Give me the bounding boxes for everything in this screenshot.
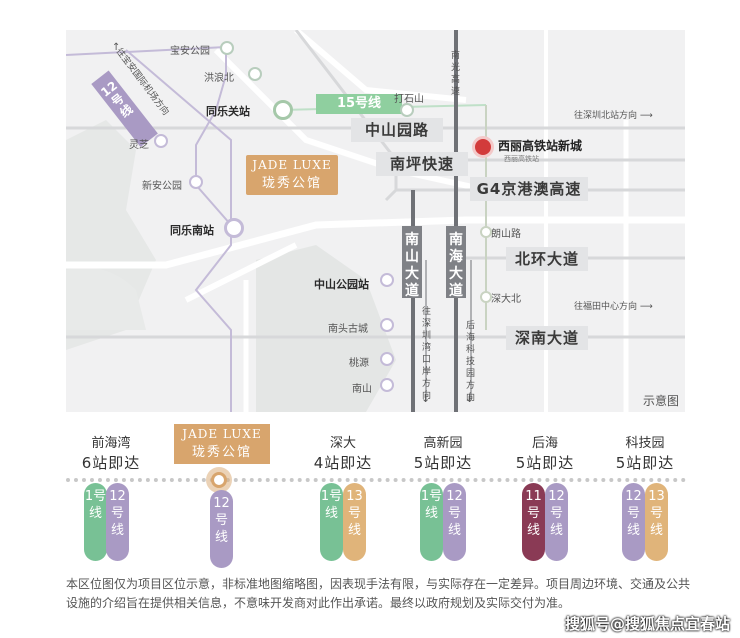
direction-houhai-tech: 后海科技园方向	[465, 321, 475, 403]
line-12-path	[66, 46, 227, 56]
road-nanshan-blvd: 南山大道	[402, 226, 422, 299]
transfer-station-marker	[273, 100, 293, 120]
line-pill-12: 12号线	[545, 483, 568, 561]
station-honglang-north: 洪浪北	[204, 73, 234, 84]
station-taoyuan: 桃源	[349, 358, 369, 369]
project-logo-en: JADE LUXE	[252, 158, 332, 172]
station-zhongshan-park: 中山公园站	[314, 278, 369, 291]
timeline-track	[66, 478, 686, 482]
stop-name: 高新园	[423, 436, 463, 451]
station-marker	[189, 175, 203, 189]
arrow-down-icon: ↓	[421, 392, 431, 405]
station-tongleguan: 同乐关站	[206, 105, 250, 118]
xili-hsr-sublabel: 西丽高铁站	[504, 155, 539, 163]
line-12-path	[195, 47, 232, 226]
station-tongle-south: 同乐南站	[170, 224, 214, 237]
road-nanhai-blvd: 南海大道	[446, 226, 466, 299]
station-dashishan: 打石山	[394, 94, 424, 105]
train-station-icon	[472, 136, 494, 158]
line-pill-1: 1号线	[320, 483, 343, 561]
road-beihuan-blvd: 北环大道	[506, 247, 588, 271]
transfer-station-marker	[224, 218, 244, 238]
stop-count: 6站即达	[81, 454, 141, 472]
station-marker	[380, 378, 394, 392]
line-12-path	[125, 49, 232, 412]
street	[184, 242, 298, 303]
direction-shenzhen-north: 往深圳北站方向 ⟶	[574, 108, 653, 121]
park-area	[66, 267, 146, 330]
direction-futian-center: 往福田中心方向 ⟶	[574, 299, 653, 312]
line-pill-12: 12号线	[210, 490, 233, 568]
watermark: 搜狐号@搜狐焦点宜春站	[564, 615, 730, 633]
stop-count: 5站即达	[615, 454, 675, 472]
top-road-label: 南光高速	[450, 51, 460, 97]
street	[66, 216, 685, 269]
project-logo-en: JADE LUXE	[182, 427, 262, 441]
stop-name: 后海	[531, 436, 558, 451]
station-lingzhi: 灵芝	[129, 140, 149, 151]
stop-name: 前海湾	[91, 436, 131, 451]
line-pill-1: 1号线	[84, 483, 107, 561]
line-pill-13: 13号线	[343, 483, 366, 561]
station-marker	[380, 318, 394, 332]
station-nantou-old-town: 南头古城	[328, 324, 368, 335]
project-logo-cn: 珑秀公馆	[261, 176, 322, 191]
arrow-down-icon: ↓	[465, 392, 475, 405]
station-xinan-park: 新安公园	[142, 181, 182, 192]
stop-count: 5站即达	[413, 454, 473, 472]
line-pill-11: 11号线	[522, 483, 545, 561]
station-marker	[380, 352, 394, 366]
arrow-right-icon: ⟶	[639, 111, 653, 121]
project-logo-map: JADE LUXE 珑秀公馆	[246, 155, 338, 195]
up-arrow-icon: ↑	[112, 42, 121, 53]
station-marker	[154, 134, 168, 148]
location-map: 12号线 往宝安国际机场方向 ↑ 15号线 宝安公园 洪浪北 同乐关站 灵芝 新…	[66, 30, 685, 412]
road-nanping-expressway: 南坪快速	[376, 152, 468, 176]
station-shenda-north: 深大北	[491, 294, 521, 305]
stop-count: 4站即达	[313, 454, 373, 472]
stop-name: 科技园	[625, 436, 665, 451]
road-zhongshan-garden: 中山园路	[351, 118, 443, 142]
station-marker	[380, 273, 394, 287]
station-baoan-park: 宝安公园	[170, 46, 210, 57]
schematic-label: 示意图	[642, 394, 679, 408]
disclaimer-text: 本区位图仅为项目区位示意，非标准地图缩略图，因表现手法有限，与实际存在一定差异。…	[66, 577, 691, 610]
line-pill-12: 12号线	[106, 483, 129, 561]
direction-shenzhen-bay-port: 往深圳湾口岸方向	[421, 307, 431, 401]
line-pill-12: 12号线	[443, 483, 466, 561]
station-marker	[248, 67, 262, 81]
station-marker	[220, 41, 234, 55]
project-logo-cn: 珑秀公馆	[191, 445, 252, 460]
street	[213, 47, 487, 193]
arrow-right-icon: ⟶	[639, 302, 653, 312]
line-pill-1: 1号线	[420, 483, 443, 561]
project-marker	[211, 472, 227, 488]
stop-name: 深大	[329, 436, 356, 451]
station-nanshan: 南山	[352, 384, 372, 395]
road-shennan-blvd: 深南大道	[506, 326, 588, 350]
direction-shenzhen-north-text: 往深圳北站方向	[574, 111, 638, 121]
stop-count: 5站即达	[515, 454, 575, 472]
street	[294, 30, 467, 103]
metro-timeline: 前海湾 6站即达 JADE LUXE 珑秀公馆 深大 4站即达 高新园 5站即达…	[0, 412, 740, 572]
line-pill-12: 12号线	[622, 483, 645, 561]
line-15-label: 15号线	[316, 94, 402, 114]
road-g4-expressway: G4京港澳高速	[470, 177, 588, 201]
park-area	[256, 245, 396, 412]
station-marker	[480, 291, 492, 303]
xili-hsr-label: 西丽高铁站新城	[498, 139, 583, 153]
line-pill-13: 13号线	[645, 483, 668, 561]
map-background-svg	[66, 30, 685, 412]
project-logo-timeline: JADE LUXE 珑秀公馆	[174, 424, 270, 464]
station-marker	[400, 103, 414, 117]
station-marker	[480, 226, 492, 238]
direction-futian-center-text: 往福田中心方向	[574, 302, 638, 312]
station-langshan-rd: 朗山路	[491, 229, 521, 240]
